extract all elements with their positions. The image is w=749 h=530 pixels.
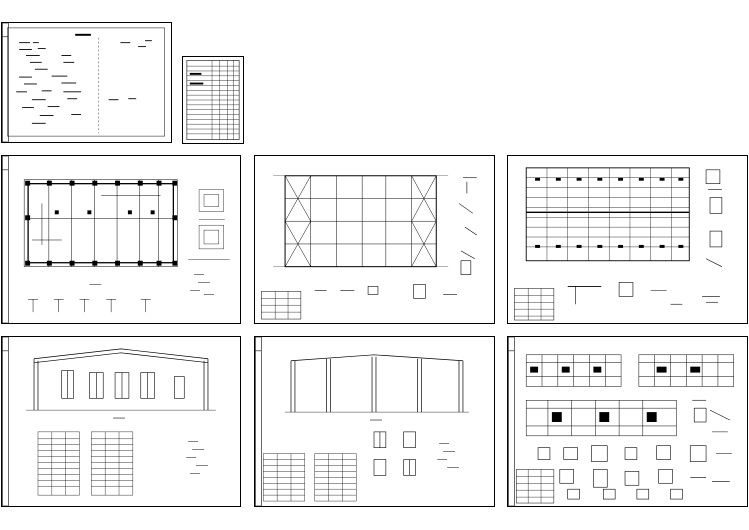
elevations-and-details-graphic	[508, 337, 734, 506]
frame-elevation-2-graphic	[255, 337, 469, 506]
purlin-plan-graphic	[514, 167, 723, 321]
drawing-sheet-index[interactable]	[182, 56, 244, 144]
frame-elevation-1-graphic	[2, 337, 216, 506]
drawing-sheet-frame-elevation-1[interactable]	[1, 336, 241, 507]
drawing-sheet-frame-elevation-2[interactable]	[254, 336, 495, 507]
roof-bracing-plan-graphic	[261, 175, 477, 320]
foundation-plan-graphic	[2, 156, 230, 323]
index-table-graphic	[186, 60, 240, 140]
drawing-sheet-elevations-and-details[interactable]	[507, 336, 748, 507]
cover-notes-graphic	[2, 23, 165, 142]
drawing-sheet-purlin-plan[interactable]	[507, 155, 748, 324]
drawing-sheet-cover[interactable]	[1, 22, 172, 143]
drawing-sheet-foundation-plan[interactable]	[1, 155, 241, 324]
drawing-sheet-roof-bracing-plan[interactable]	[254, 155, 495, 324]
